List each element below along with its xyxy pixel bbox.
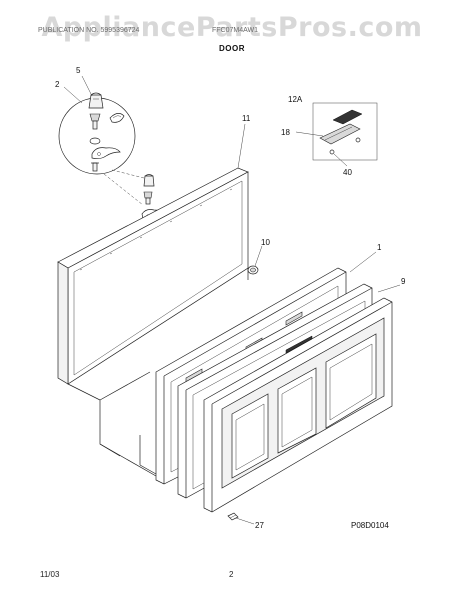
outer-door-frame (177, 283, 393, 513)
hinge-clip-part (109, 113, 125, 123)
footer-date: 11/03 (40, 570, 60, 579)
callout-12a: 12A (288, 95, 303, 104)
figure-code: P08D0104 (351, 521, 389, 530)
callout-18: 18 (281, 128, 290, 137)
hinge-cap-part (88, 92, 104, 109)
callout-40: 40 (343, 168, 352, 177)
callout-2: 2 (55, 80, 60, 89)
callout-1: 1 (377, 243, 382, 252)
lid-panel-assembly (57, 167, 249, 465)
footer-page-number: 2 (229, 570, 234, 579)
mounting-screw (227, 512, 239, 521)
callout-27: 27 (255, 521, 264, 530)
grommet-part (247, 265, 259, 275)
handle-cover-part (332, 109, 363, 125)
hinge-washer (89, 137, 101, 145)
callout-11: 11 (242, 114, 251, 123)
publication-number: PUBLICATION NO. 5995396724 (38, 27, 140, 34)
handle-strip-part (319, 123, 361, 145)
callout-5: 5 (76, 66, 81, 75)
handle-detail-box (312, 102, 378, 161)
callout-9: 9 (401, 277, 406, 286)
hinge-arm-part (91, 147, 121, 160)
watermark: AppliancePartsPros.com (41, 12, 423, 43)
callout-10: 10 (261, 238, 270, 247)
hinge-bolt-part (89, 113, 101, 130)
hinge-detail-circle (58, 92, 136, 175)
section-title: DOOR (219, 44, 245, 53)
model-number: FFC07M4AW1 (212, 27, 259, 34)
